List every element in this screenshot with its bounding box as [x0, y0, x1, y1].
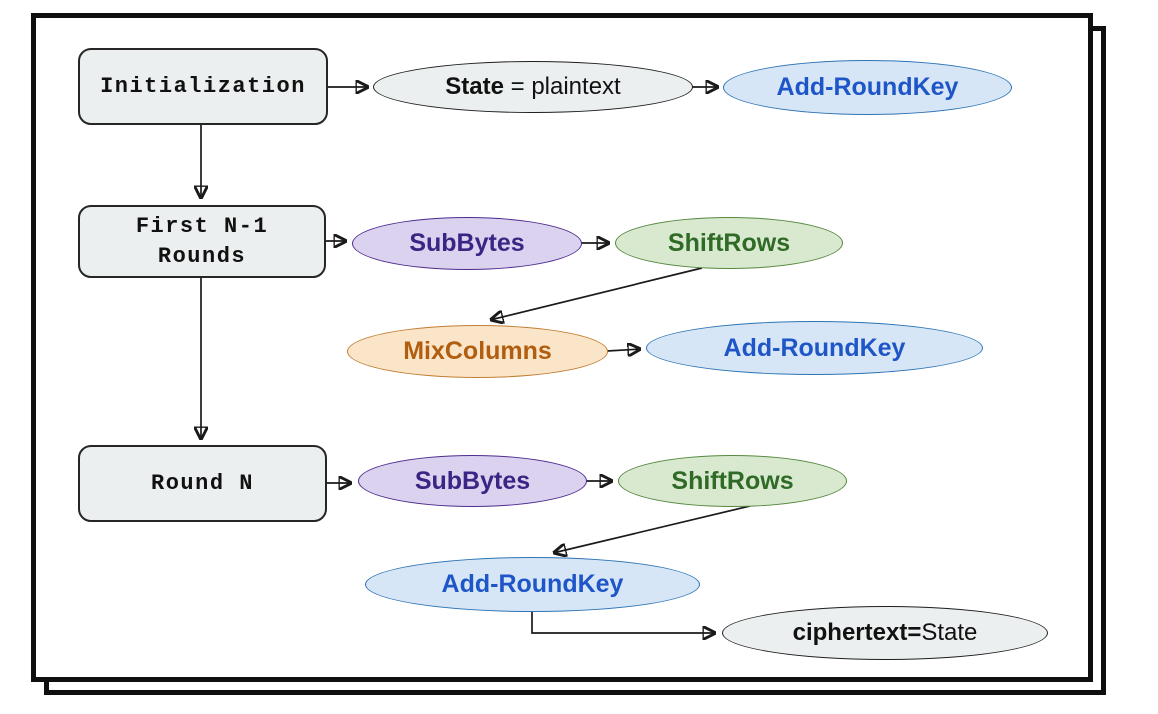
add-roundkey-final-label: Add-RoundKey — [441, 570, 624, 598]
node-add-roundkey-init: Add-RoundKey — [723, 60, 1012, 115]
state-value: = plaintext — [503, 73, 621, 100]
node-shiftrows-main: ShiftRows — [615, 217, 843, 269]
add-roundkey-init-label: Add-RoundKey — [776, 73, 959, 101]
ciphertext-keyword: ciphertext= — [792, 619, 922, 646]
node-subbytes-main: SubBytes — [352, 217, 582, 270]
arrow-mixcolumns-to-addroundkey — [606, 349, 641, 351]
node-state-plaintext: State = plaintext — [373, 61, 693, 113]
arrow-shiftrows-to-addroundkey-final — [553, 505, 751, 553]
node-shiftrows-final: ShiftRows — [618, 455, 847, 507]
node-round-n: Round N — [78, 445, 327, 522]
arrow-addroundkey-to-ciphertext — [531, 612, 716, 633]
shiftrows-final-label: ShiftRows — [671, 466, 794, 495]
node-add-roundkey-main: Add-RoundKey — [646, 321, 983, 375]
subbytes-main-label: SubBytes — [409, 229, 525, 257]
first-rounds-label-line2: Rounds — [157, 243, 247, 269]
node-mixcolumns: MixColumns — [347, 325, 608, 378]
subbytes-final-label: SubBytes — [414, 466, 531, 495]
node-first-n-1-rounds: First N-1 Rounds — [78, 205, 326, 278]
arrow-shiftrows-to-mixcolumns — [490, 267, 703, 320]
add-roundkey-main-label: Add-RoundKey — [723, 333, 906, 362]
node-ciphertext-state: ciphertext=State — [722, 606, 1048, 660]
mixcolumns-label: MixColumns — [403, 337, 552, 365]
state-keyword: State — [445, 73, 504, 100]
ciphertext-value: State — [921, 619, 978, 646]
node-subbytes-final: SubBytes — [358, 455, 587, 507]
first-rounds-label-line1: First N-1 — [135, 214, 269, 240]
node-initialization: Initialization — [78, 48, 328, 125]
node-initialization-label: Initialization — [100, 73, 306, 99]
node-add-roundkey-final: Add-RoundKey — [365, 557, 700, 612]
round-n-label: Round N — [151, 470, 254, 496]
shiftrows-main-label: ShiftRows — [667, 228, 791, 257]
